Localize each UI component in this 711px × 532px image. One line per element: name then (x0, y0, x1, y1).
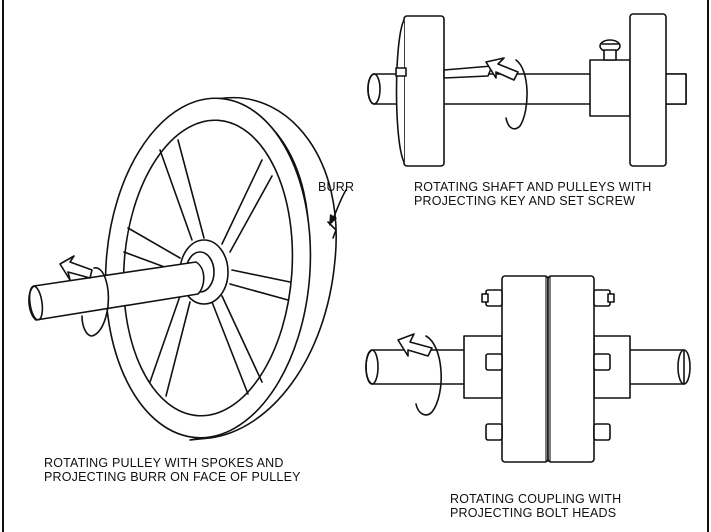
shaft-right-stub (663, 73, 687, 105)
coupling-shaft-end-left (365, 349, 379, 385)
shaft-caption-line-2: PROJECTING KEY AND SET SCREW (414, 194, 636, 208)
pulley-shaft-end (28, 285, 44, 321)
coupling-caption: ROTATING COUPLING WITH PROJECTING BOLT H… (450, 492, 621, 520)
shaft-caption-line-1: ROTATING SHAFT AND PULLEYS WITH (414, 180, 652, 194)
coupling-rotation-arrowhead (397, 333, 433, 357)
pulley-rotation-arrow (81, 267, 110, 337)
shaft-end (367, 73, 381, 105)
bolt-heads-right (593, 289, 615, 441)
pulley-spokes (123, 139, 291, 397)
pulley-caption-line-1: ROTATING PULLEY WITH SPOKES AND (44, 456, 284, 470)
coupling-flange-right (547, 275, 595, 463)
projecting-key (443, 65, 493, 79)
shaft-pulleys-illustration (367, 13, 687, 167)
spoked-pulley-illustration (28, 96, 347, 441)
key-stub (395, 67, 407, 77)
coupling-caption-line-1: ROTATING COUPLING WITH (450, 492, 622, 506)
coupling-illustration (365, 275, 691, 463)
coupling-caption-line-2: PROJECTING BOLT HEADS (450, 506, 617, 520)
pulley-rim-face (189, 96, 337, 441)
left-pulley-face (403, 15, 445, 167)
burr-leader-arrowhead (329, 214, 337, 226)
pulley-caption-line-2: PROJECTING BURR ON FACE OF PULLEY (44, 470, 301, 484)
shaft-caption: ROTATING SHAFT AND PULLEYS WITH PROJECTI… (414, 180, 651, 208)
set-screw-neck (603, 49, 617, 61)
coupling-rotation-arrow (415, 335, 442, 416)
pulley-caption: ROTATING PULLEY WITH SPOKES AND PROJECTI… (44, 456, 301, 484)
pulley-rotation-arrowhead (59, 255, 93, 281)
pulley-rim-inner (122, 119, 294, 417)
shaft-rotation-arrow (505, 59, 528, 130)
right-pulley-face (629, 13, 667, 167)
burr-label-text: BURR (318, 180, 355, 194)
shaft-rotation-arrowhead (485, 57, 519, 81)
coupling-flange-left (501, 275, 549, 463)
pulley-burr-notch (327, 221, 337, 239)
bolt-heads-left (481, 289, 503, 441)
set-screw-collar (589, 59, 631, 117)
burr-label: BURR (318, 180, 354, 194)
coupling-shaft-end-right (677, 349, 691, 385)
left-pulley-edge (395, 19, 405, 163)
